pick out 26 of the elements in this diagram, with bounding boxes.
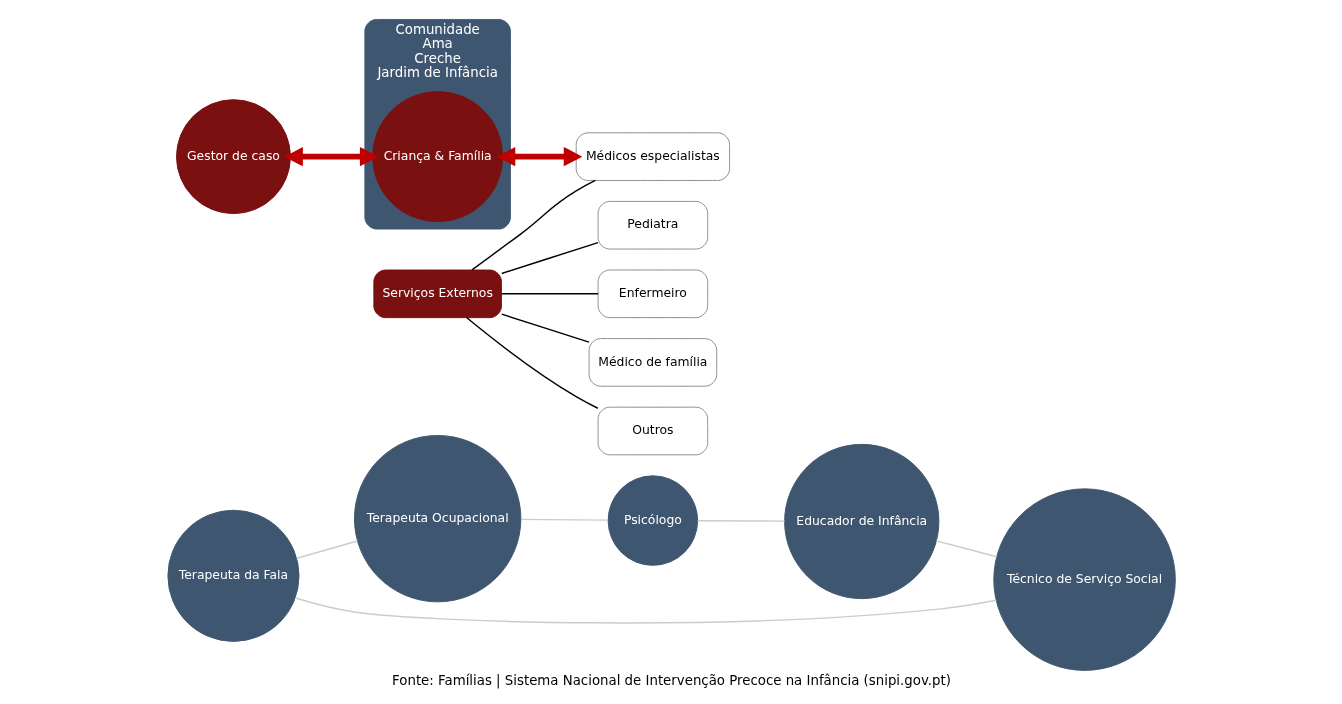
node-box: Médicos especialistas [575, 132, 730, 181]
node-circle: Psicólogo [607, 475, 698, 566]
node-circle: Educador de Infância [783, 443, 939, 600]
node-circle: Terapeuta Ocupacional [353, 434, 521, 603]
connector [935, 540, 997, 558]
arrow [496, 146, 582, 167]
connector [294, 597, 997, 624]
node-box: Médico de família [588, 338, 717, 387]
connector [519, 518, 609, 521]
node-box: Pediatra [597, 200, 708, 250]
node-box: Serviços Externos [372, 269, 502, 319]
connector [696, 520, 785, 522]
node-circle: Criança & Família [371, 91, 503, 223]
connector [500, 241, 599, 275]
node-box: Outros [597, 406, 708, 456]
connector [295, 540, 358, 559]
node-circle: Terapeuta da Fala [166, 509, 299, 642]
caption: Fonte: Famílias | Sistema Nacional de Intervenção Precoce na Infância (snipi.gov.pt) [391, 672, 951, 688]
connector [470, 179, 596, 271]
connector [465, 317, 599, 409]
connector [500, 313, 590, 343]
node-circle: Técnico de Serviço Social [992, 488, 1176, 671]
node-circle: Gestor de caso [175, 99, 291, 215]
arrow [283, 146, 378, 167]
node-box: Enfermeiro [597, 269, 708, 319]
connector [500, 293, 599, 295]
